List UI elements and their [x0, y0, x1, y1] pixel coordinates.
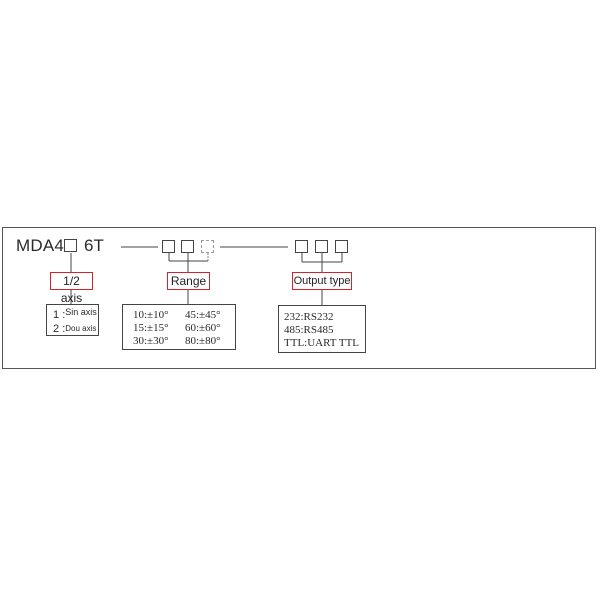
output-options-box: 232:RS232 485:RS485 TTL:UART TTL: [278, 305, 366, 353]
axis-label: 1/2 axis: [50, 272, 93, 305]
model-suffix: 6T: [84, 236, 104, 255]
range-option-80: 80:±80°: [185, 335, 221, 347]
output-slot-3: [335, 240, 348, 253]
range-slot-2: [181, 240, 194, 253]
axis-option-1: 1 :Sin axis: [53, 307, 97, 321]
range-slot-3: [201, 240, 214, 253]
output-option-ttl: TTL:UART TTL: [284, 337, 360, 349]
range-label: Range: [167, 272, 210, 290]
range-options-box: 10:±10° 45:±45° 15:±15° 60:±60° 30:±30° …: [122, 304, 236, 350]
output-slot-2: [315, 240, 328, 253]
output-option-rs485: 485:RS485: [284, 324, 334, 336]
range-option-45: 45:±45°: [185, 309, 221, 321]
range-option-30: 30:±30°: [133, 335, 169, 347]
axis-options-box: 1 :Sin axis 2 :Dou axis: [46, 304, 99, 336]
output-type-label: Output type: [292, 272, 352, 290]
axis-slot: [64, 239, 77, 252]
range-option-15: 15:±15°: [133, 322, 169, 334]
output-option-rs232: 232:RS232: [284, 311, 334, 323]
output-slot-1: [295, 240, 308, 253]
model-prefix: MDA4: [16, 236, 65, 255]
range-slot-1: [162, 240, 175, 253]
range-option-10: 10:±10°: [133, 309, 169, 321]
axis-option-2: 2 :Dou axis: [53, 323, 97, 335]
range-option-60: 60:±60°: [185, 322, 221, 334]
